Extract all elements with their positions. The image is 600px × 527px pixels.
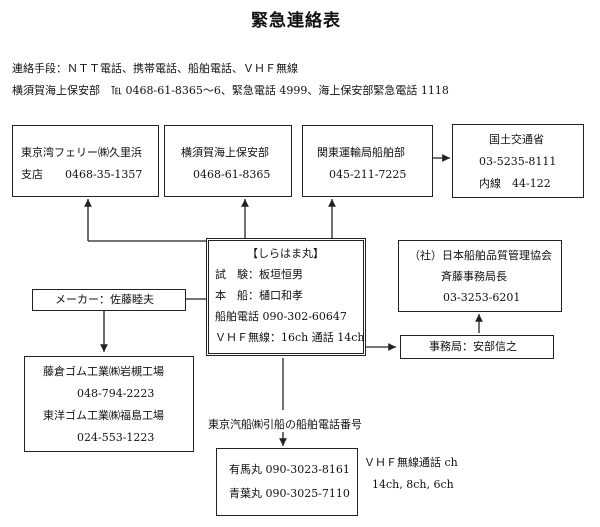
ship-contact: 本 船：樋口和孝	[215, 289, 303, 302]
ferry-box: 東京湾フェリー㈱久里浜 支店 0468-35-1357	[12, 125, 159, 197]
transport-bureau-phone: 045-211-7225	[329, 168, 407, 181]
tester: 試 験：板垣恒男	[215, 268, 303, 281]
coast-guard-note: 横須賀海上保安部 ℡ 0468-61-8365～6、緊急電話 4999、海上保安…	[12, 84, 449, 97]
toyo-factory: 東洋ゴム工業㈱福島工場	[43, 409, 164, 422]
vessel-name: 【しらはま丸】	[247, 247, 324, 260]
association-director: 斉藤事務局長	[441, 270, 507, 283]
ministry-box: 国土交通省 03-5235-8111 内線 44-122	[452, 124, 584, 198]
maker-label: メーカー：佐藤睦夫	[55, 293, 154, 306]
office-label: 事務局：安部信之	[429, 340, 517, 353]
coastguard-box: 横須賀海上保安部 0468-61-8365	[164, 125, 292, 197]
association-name: （社）日本船舶品質管理協会	[409, 249, 552, 262]
factory-box: 藤倉ゴム工業㈱岩槻工場 048-794-2223 東洋ゴム工業㈱福島工場 024…	[24, 356, 194, 452]
vhf-note-title: ＶＨＦ無線通話 ch	[364, 456, 458, 469]
vhf-channels: ＶＨＦ無線：16ch 通話 14ch	[215, 331, 365, 344]
vhf-note-channels: 14ch, 8ch, 6ch	[372, 478, 454, 491]
fujikura-phone: 048-794-2223	[77, 387, 155, 400]
office-box: 事務局：安部信之	[400, 335, 554, 359]
coastguard-phone: 0468-61-8365	[193, 168, 271, 181]
ministry-phone: 03-5235-8111	[479, 155, 557, 168]
fujikura-factory: 藤倉ゴム工業㈱岩槻工場	[43, 365, 164, 378]
ferry-phone: 支店 0468-35-1357	[21, 168, 143, 181]
ferry-name: 東京湾フェリー㈱久里浜	[21, 146, 142, 159]
arima-maru: 有馬丸 090-3023-8161	[229, 463, 350, 476]
maker-box: メーカー：佐藤睦夫	[32, 289, 186, 311]
transport-bureau-name: 関東運輸局船舶部	[317, 146, 405, 159]
contact-methods: 連絡手段：ＮＴＴ電話、携帯電話、船舶電話、ＶＨＦ無線	[12, 62, 298, 75]
transport-bureau-box: 関東運輸局船舶部 045-211-7225	[302, 125, 433, 197]
page-title: 緊急連絡表	[251, 11, 341, 31]
association-phone: 03-3253-6201	[443, 291, 521, 304]
ministry-name: 国土交通省	[489, 133, 544, 146]
ship-phone: 船舶電話 090-302-60647	[215, 310, 347, 323]
tug-box: 有馬丸 090-3023-8161 青葉丸 090-3025-7110	[216, 448, 358, 516]
association-box: （社）日本船舶品質管理協会 斉藤事務局長 03-3253-6201	[398, 240, 562, 312]
toyo-phone: 024-553-1223	[77, 431, 155, 444]
tug-label: 東京汽船㈱引船の船舶電話番号	[208, 418, 362, 431]
shirahama-maru-box: 【しらはま丸】 試 験：板垣恒男 本 船：樋口和孝 船舶電話 090-302-6…	[206, 238, 366, 356]
aoba-maru: 青葉丸 090-3025-7110	[229, 487, 350, 500]
ministry-extension: 内線 44-122	[479, 177, 551, 190]
coastguard-name: 横須賀海上保安部	[181, 146, 269, 159]
